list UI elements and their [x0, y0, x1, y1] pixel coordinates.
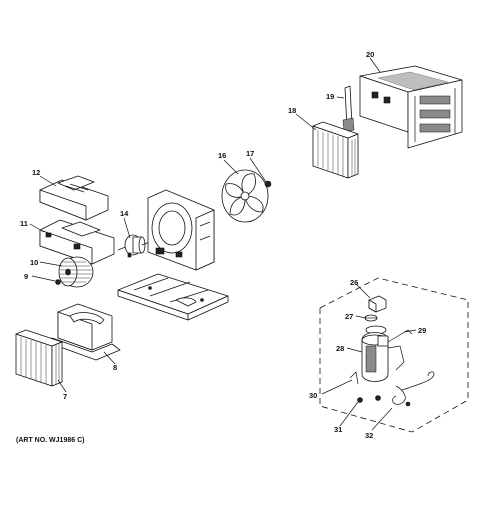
callout-18: 18: [288, 106, 296, 115]
callout-17: 17: [246, 149, 254, 158]
base-pan-part: [51, 303, 121, 361]
art-number: (ART NO. WJ1986 C): [16, 437, 84, 444]
seal-strip-part: [342, 85, 355, 133]
fan-shroud-part: [147, 189, 215, 271]
callout-29: 29: [418, 326, 426, 335]
mounting-nut-part: [357, 395, 381, 403]
condenser-fan-blade-part: [221, 169, 269, 223]
callout-27: 27: [345, 312, 353, 321]
fan-motor-part: [117, 234, 153, 258]
callout-26: 26: [350, 278, 358, 287]
condenser-coil-part: [15, 329, 63, 387]
compressor-part: [361, 325, 413, 382]
callout-31: 31: [334, 425, 342, 434]
callout-labels: 20 19 18 12 11 14 16 17 10 9 8 7 26 27 2…: [20, 50, 426, 440]
air-duct-lower-part: [39, 219, 115, 265]
overload-protector-part: [364, 314, 378, 322]
air-duct-upper-part: [39, 175, 109, 221]
callout-8: 8: [113, 363, 117, 372]
fan-nut-part: [264, 180, 272, 188]
callout-11: 11: [20, 219, 28, 228]
callout-12: 12: [32, 168, 40, 177]
fan-clip-part: [55, 279, 61, 285]
cabinet-part: [359, 65, 463, 149]
callout-9: 9: [24, 272, 28, 281]
callout-7: 7: [63, 392, 67, 401]
chassis-base-part: [117, 273, 229, 321]
callout-14: 14: [120, 209, 129, 218]
callout-20: 20: [366, 50, 374, 59]
callout-10: 10: [30, 258, 38, 267]
blower-wheel-part: [58, 256, 94, 288]
overload-cover-part: [368, 295, 387, 313]
suction-tube-part: [392, 371, 435, 407]
evaporator-coil-part: [312, 121, 359, 179]
leader-lines: [29, 57, 417, 431]
callout-30: 30: [309, 391, 317, 400]
callout-19: 19: [326, 92, 334, 101]
grommet-part: [349, 371, 359, 385]
compressor-group-outline: [319, 277, 469, 433]
callout-28: 28: [336, 344, 344, 353]
callout-32: 32: [365, 431, 373, 440]
callout-16: 16: [218, 151, 226, 160]
